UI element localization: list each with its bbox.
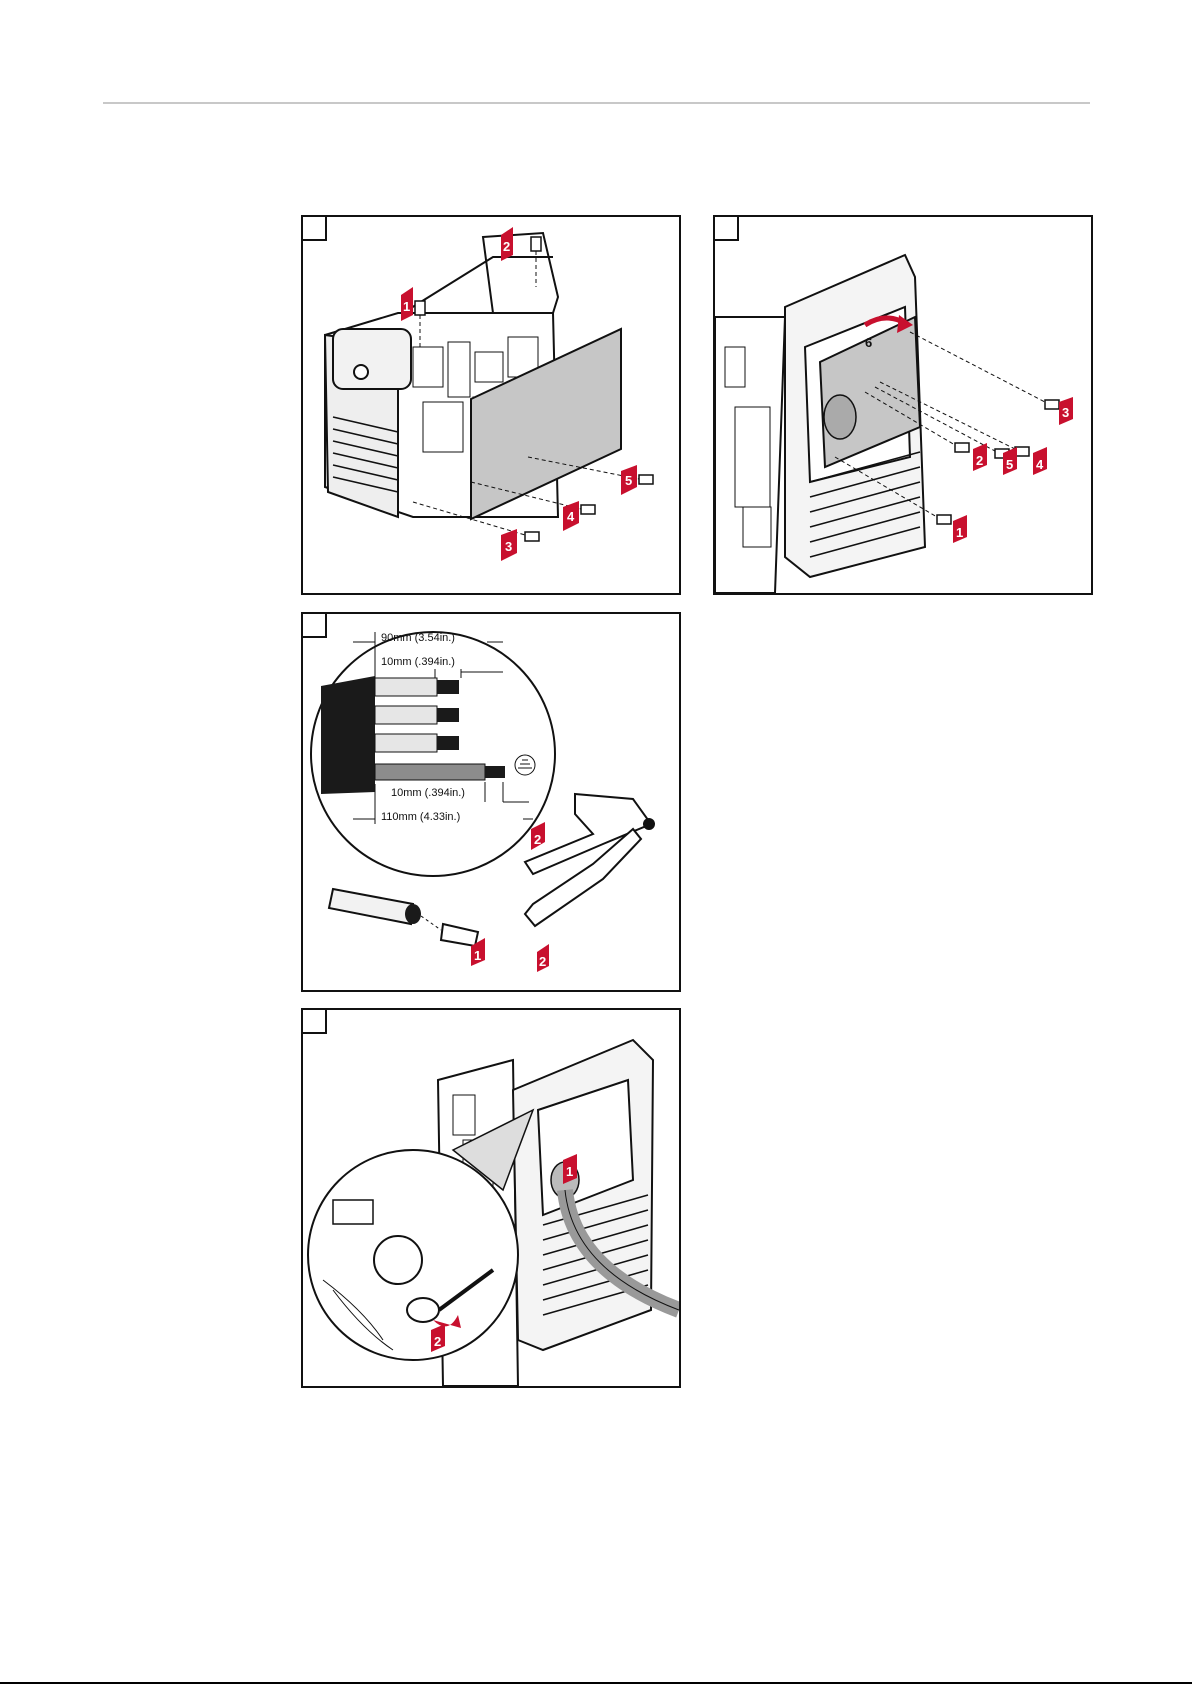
illustration-front-plate-removal: 6 3 2 4 5 1: [713, 215, 1093, 595]
dimension-label: 10mm (.394in.): [391, 787, 465, 799]
step-number-box: [303, 1010, 327, 1034]
footer-rule: [0, 1682, 1192, 1684]
step-number-box: [303, 614, 327, 638]
dimension-label: 10mm (.394in.): [381, 656, 455, 668]
arrow-label: 2: [539, 954, 546, 969]
arrow-label: 4: [1036, 457, 1044, 472]
step-number-box: [303, 217, 327, 241]
front-plate-drawing: 6 3 2 4 5 1: [715, 217, 1091, 593]
arrow-label: 1: [956, 525, 963, 540]
dimension-label: 110mm (4.33in.): [381, 811, 460, 823]
arrow-label: 2: [534, 832, 541, 847]
step-number-box: [715, 217, 739, 241]
arrow-label: 5: [1006, 457, 1013, 472]
arrow-label: 3: [505, 539, 512, 554]
header-rule: [103, 102, 1090, 104]
arrow-label: 2: [434, 1334, 441, 1349]
arrow-label: 4: [567, 509, 575, 524]
arrow-label: 2: [976, 453, 983, 468]
arrow-label: 1: [403, 299, 410, 314]
illustration-strain-relief-mounting: 1 2: [301, 1008, 681, 1388]
illustration-side-cover-removal: 1 2 3 4 5: [301, 215, 681, 595]
arrow-label: 3: [1062, 405, 1069, 420]
arrow-label: 1: [474, 948, 481, 963]
cable-stripping-drawing: 90mm (3.54in.) 10mm (.394in.) 10mm (.394…: [303, 614, 679, 990]
arrow-label: 2: [503, 239, 510, 254]
side-cover-drawing: 1 2 3 4 5: [303, 217, 679, 593]
dimension-label: 90mm (3.54in.): [381, 632, 455, 644]
arrow-label: 1: [566, 1164, 573, 1179]
strain-relief-drawing: 1 2: [303, 1010, 679, 1386]
illustration-cable-stripping: 90mm (3.54in.) 10mm (.394in.) 10mm (.394…: [301, 612, 681, 992]
arrow-label: 5: [625, 473, 632, 488]
arrow-label: 6: [865, 335, 872, 350]
